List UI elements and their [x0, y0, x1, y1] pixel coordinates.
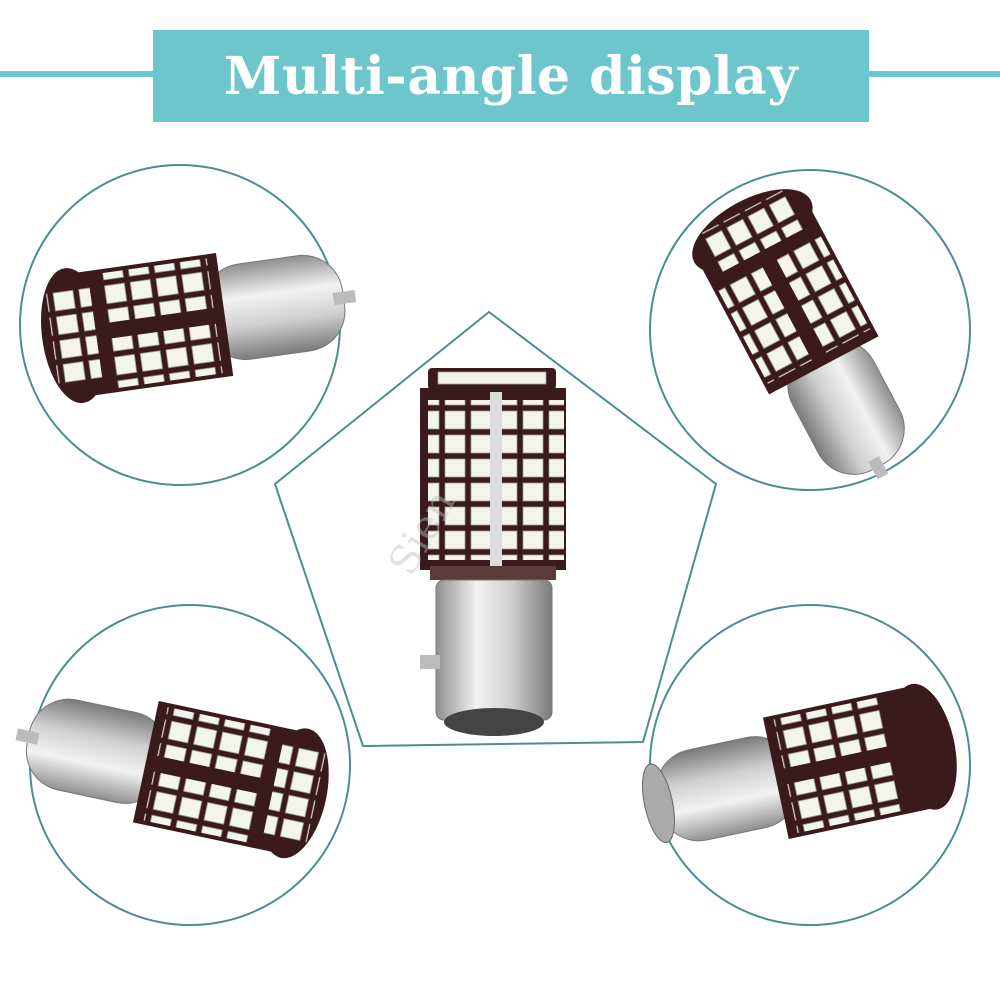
- title-banner: Multi-angle display: [153, 30, 869, 122]
- banner-rule-right: [869, 71, 1000, 77]
- view-top-right: [649, 169, 971, 491]
- led-panel: [263, 743, 326, 843]
- banner-rule-left: [0, 71, 153, 77]
- led-panel: [716, 263, 813, 384]
- bulb-base-icon: [435, 579, 553, 721]
- pentagon-frame: [273, 310, 718, 748]
- led-panel: [773, 696, 892, 769]
- led-panel: [502, 400, 564, 560]
- led-panel: [106, 323, 223, 389]
- led-panel: [428, 400, 490, 560]
- led-panel: [45, 284, 103, 387]
- led-panel: [701, 190, 804, 273]
- view-top-left: [19, 164, 357, 486]
- led-panel: [787, 761, 906, 833]
- view-bottom-left: [15, 604, 351, 926]
- led-panel: [774, 232, 871, 353]
- page-title: Multi-angle display: [223, 45, 799, 107]
- led-panel: [97, 258, 214, 324]
- view-center: [420, 368, 566, 736]
- led-panel: [143, 771, 262, 844]
- view-bottom-right: [641, 604, 971, 926]
- led-panel: [157, 707, 276, 779]
